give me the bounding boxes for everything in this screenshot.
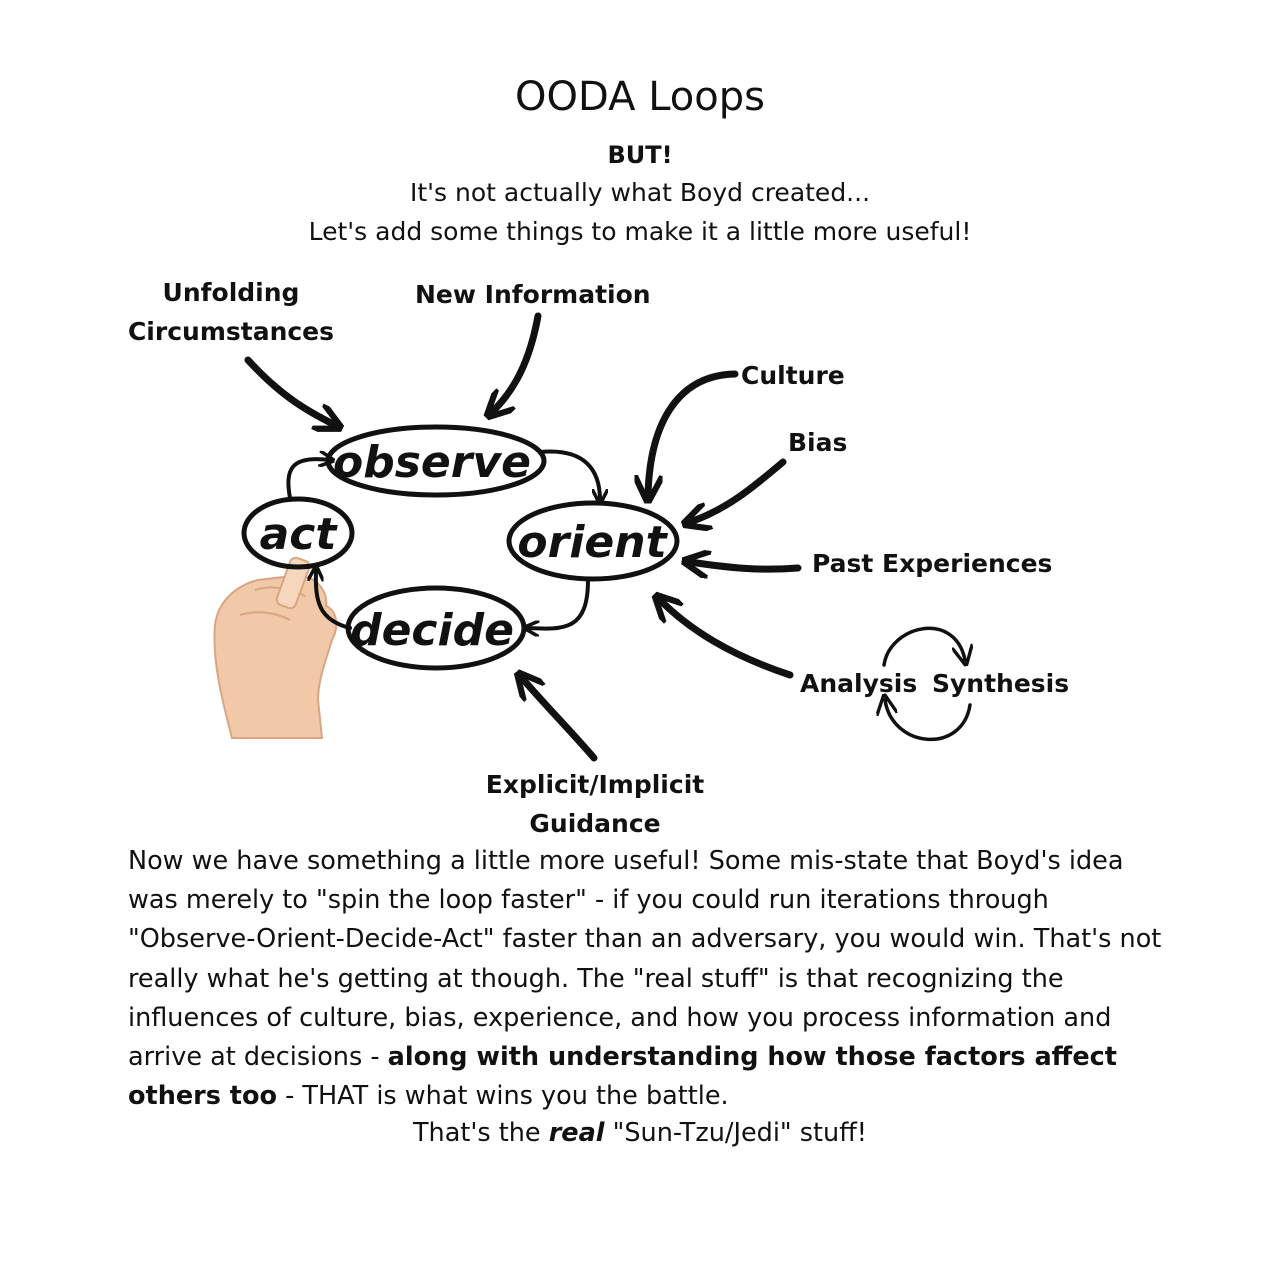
guidance-arrow	[522, 678, 598, 762]
label-unfolding: Unfolding Circumstances	[127, 278, 335, 346]
label-analysis: Analysis	[800, 669, 918, 698]
closing-line: That's the real "Sun-Tzu/Jedi" stuff!	[412, 1118, 868, 1148]
cycle-bottom-arrow	[885, 700, 972, 741]
cycle-top-arrow	[882, 626, 965, 665]
act-label: act	[260, 509, 339, 560]
body-bold-phrase: along with understanding how those facto…	[128, 1042, 1117, 1112]
past-experiences-arrow	[690, 562, 802, 569]
label-bias: Bias	[788, 428, 848, 457]
label-synthesis: Synthesis	[932, 669, 1070, 698]
label-new-information: New Information	[415, 280, 651, 309]
closing-emphasis: real	[548, 1118, 605, 1148]
analysis-arrow	[660, 600, 794, 679]
label-past-experiences: Past Experiences	[812, 549, 1053, 578]
label-guidance: Explicit/Implicit Guidance	[485, 770, 705, 838]
observe-to-orient-arrow	[538, 449, 600, 500]
subtitle-emphasis: BUT!	[607, 141, 673, 169]
body-paragraph: Now we have something a little more usef…	[128, 846, 1162, 1112]
unfolding-arrow	[244, 356, 335, 425]
bias-arrow	[690, 458, 787, 522]
intro-line-2: Let's add some things to make it a littl…	[308, 217, 972, 246]
act-node	[241, 496, 355, 570]
observe-label: observe	[333, 437, 531, 488]
label-culture: Culture	[741, 361, 845, 390]
intro-line-1: It's not actually what Boyd created...	[409, 178, 871, 207]
decide-label: decide	[350, 605, 514, 656]
act-to-observe-arrow	[286, 459, 330, 500]
orient-label: orient	[517, 517, 668, 568]
culture-arrow	[648, 370, 739, 495]
decide-to-act-arrow	[316, 570, 352, 630]
new-information-arrow	[492, 312, 542, 412]
page-title: OODA Loops	[515, 74, 765, 120]
orient-to-decide-arrow	[528, 578, 590, 629]
hand-illustration	[213, 556, 338, 739]
